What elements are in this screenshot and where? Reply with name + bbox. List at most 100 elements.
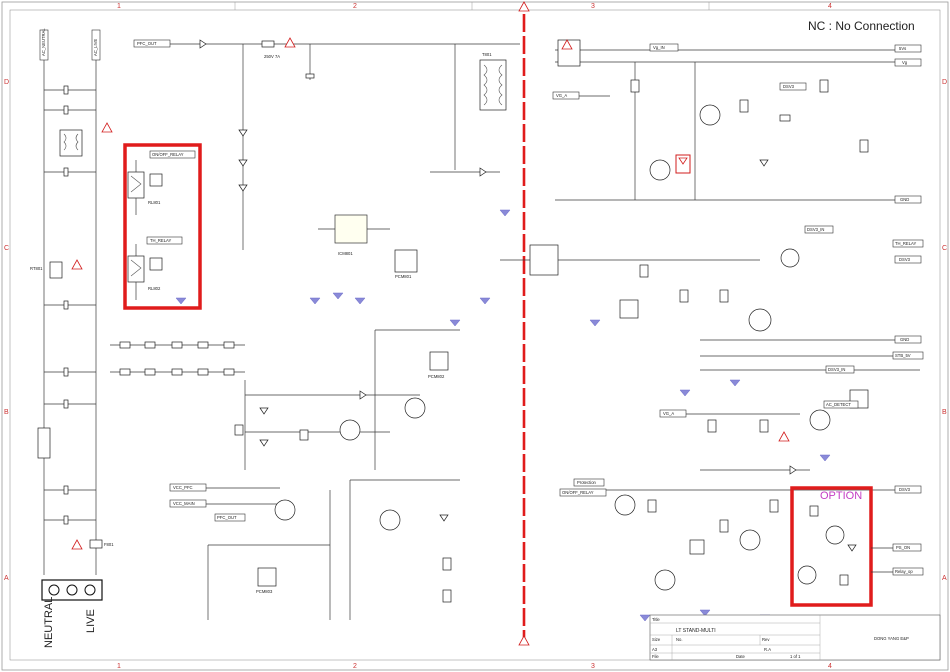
- date-label: Date: [736, 654, 746, 659]
- rev-label: Rev: [762, 637, 770, 642]
- pfc-controller-ic: [334, 214, 368, 244]
- transistor-qm804: [379, 509, 401, 531]
- option-label: OPTION: [820, 490, 862, 502]
- col-label-1-bottom: 1: [117, 663, 121, 670]
- col-label-2: 2: [353, 3, 357, 10]
- vg-in-port: Vg_IN: [653, 45, 665, 50]
- port-dsv3-in-top: DSV3_IN: [807, 227, 824, 232]
- title-label: Title: [652, 617, 660, 622]
- transistor-qm802: [404, 397, 426, 419]
- ac-input-section: AC_NEUTRAL AC_LIVE RT801 F801: [30, 28, 114, 648]
- th-relay-port: TH_RELAY: [150, 238, 172, 243]
- size-value: A3: [652, 647, 658, 652]
- port-gnd-mid: GND: [900, 337, 909, 342]
- row-labels: D C B A D C B A: [4, 79, 947, 582]
- transistor-qm805: [649, 159, 671, 181]
- transistor-qm811: [654, 569, 676, 591]
- vg-a-port: VG_A: [556, 93, 567, 98]
- transistor-qm806: [699, 104, 721, 126]
- vcc-main-port: VCC_MAIN: [173, 501, 195, 506]
- thermistor-label: RT801: [30, 266, 43, 271]
- row-label-b: B: [4, 409, 9, 416]
- ac-neutral-port: AC_NEUTRAL: [41, 28, 46, 56]
- port-dsv3-bottom: DSV3: [899, 487, 911, 492]
- size-label: Size: [652, 637, 661, 642]
- opto-pcm801: [394, 249, 418, 273]
- line-filter-lf801: [59, 129, 83, 157]
- column-labels: 1 2 3 4 1 2 3 4: [117, 2, 832, 670]
- port-dsv3-in-mid: DSV3_IN: [828, 367, 845, 372]
- title-block: Title LT STAND-MULTI Size No. Rev A3 R.A…: [649, 614, 941, 661]
- onoff-relay-port: ON/OFF_RELAY: [152, 152, 184, 157]
- transformer-label: T801: [482, 52, 492, 57]
- transistor-qm801: [339, 419, 361, 441]
- row-label-b-right: B: [942, 409, 947, 416]
- col-label-3: 3: [591, 3, 595, 10]
- no-label: No.: [676, 637, 683, 642]
- transistor-qm809: [809, 409, 831, 431]
- row-label-d-right: D: [942, 79, 947, 86]
- thermistor-rt801: [49, 261, 63, 279]
- relay2-label: RL802: [148, 286, 161, 291]
- col-label-4: 4: [828, 3, 832, 10]
- pfc-out-port: PFC_OUT: [137, 41, 157, 46]
- pfc-fuse: [261, 40, 275, 48]
- sheet-of: 1 of 1: [790, 654, 801, 659]
- transistor-qm814: [797, 565, 817, 585]
- vcc-pfc-port: VCC_PFC: [173, 485, 193, 490]
- opto-pcm803: [257, 567, 277, 587]
- protection-port: Protection: [577, 480, 597, 485]
- onoff-relay-port-2: ON/OFF_RELAY: [562, 490, 594, 495]
- row-label-a-right: A: [942, 575, 947, 582]
- port-ps-on: PS_ON: [896, 545, 910, 550]
- right-output-ports: 5Vs Vg DSV3 GND DSV3_IN TH_RELAY DSV3 GN…: [779, 44, 924, 576]
- row-label-d: D: [4, 79, 9, 86]
- main-fuse-label: F801: [104, 542, 114, 547]
- pfc-section: PFC_OUT 250V 7A ICM801 T801 PCM801: [133, 37, 520, 327]
- main-fuse-f801: [89, 539, 103, 549]
- company-name: DONG YANG E&P: [874, 636, 909, 641]
- pfc-fuse-label: 250V 7A: [264, 54, 280, 59]
- port-gnd-top: GND: [900, 197, 909, 202]
- relay-highlight-box: [123, 143, 202, 310]
- row-label-a: A: [4, 575, 9, 582]
- opto3-label: PCM803: [256, 589, 273, 594]
- ac-live-port: AC_LIVE: [93, 39, 98, 56]
- opto-pcm802: [429, 351, 449, 371]
- resistor-ladder: [110, 341, 245, 376]
- transistor-qm807: [748, 308, 772, 332]
- pfc-ic-label: ICM801: [338, 251, 353, 256]
- col-label-4-bottom: 4: [828, 663, 832, 670]
- title-value: LT STAND-MULTI: [676, 628, 716, 634]
- row-label-c-right: C: [942, 245, 947, 252]
- vg-a-port-2: VG_A: [663, 411, 674, 416]
- port-5vs: 5Vs: [899, 46, 906, 51]
- pfc-out-port-2: PFC_OUT: [217, 515, 237, 520]
- secondary-section: Vg_IN VG_A VG_A: [500, 39, 920, 622]
- port-dsv3-top: DSV3: [783, 84, 795, 89]
- rev-value: R.A: [764, 647, 771, 652]
- port-stb-5v: STB_5V: [895, 353, 911, 358]
- port-ac-detect: AC_DETECT: [826, 402, 851, 407]
- transistor-qm803: [274, 499, 296, 521]
- port-dsv3-mid: DSV3: [899, 257, 911, 262]
- secondary-bridge: [529, 244, 559, 276]
- neutral-label: NEUTRAL: [43, 597, 55, 648]
- col-label-3-bottom: 3: [591, 663, 595, 670]
- relay-rl801: [127, 171, 145, 199]
- nc-note: NC : No Connection: [808, 19, 915, 33]
- row-label-c: C: [4, 245, 9, 252]
- live-label: LIVE: [85, 609, 97, 633]
- standby-control-section: PCM802 VCC_PFC VCC_MAIN PFC_OUT PCM803: [169, 329, 460, 620]
- port-vg: Vg: [902, 60, 908, 65]
- transistor-qm813: [825, 525, 845, 545]
- opto1-label: PCM801: [395, 274, 412, 279]
- transistor-qm808: [780, 248, 800, 268]
- col-label-2-bottom: 2: [353, 663, 357, 670]
- transistor-qm810: [614, 494, 636, 516]
- relay-section: ON/OFF_RELAY RL801 TH_RELAY RL802: [123, 143, 202, 310]
- relay1-label: RL801: [148, 200, 161, 205]
- col-label-1: 1: [117, 3, 121, 10]
- option-highlight-box: [790, 486, 873, 607]
